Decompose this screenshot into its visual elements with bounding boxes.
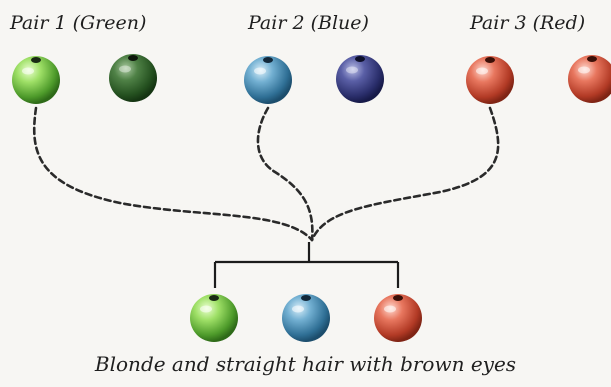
dashed-line-pair-1	[32, 106, 314, 242]
offspring-bead-light-blue	[282, 294, 330, 342]
parent-beads	[12, 54, 611, 104]
bead-pair-2-dark-blue	[336, 55, 384, 103]
dashed-line-pair-3	[310, 106, 500, 242]
offspring-beads	[190, 294, 422, 342]
bead-pair-1-dark-green	[109, 54, 157, 102]
pair-2-label: Pair 2 (Blue)	[248, 12, 369, 34]
offspring-bracket	[213, 242, 400, 288]
dashed-line-pair-2	[256, 106, 314, 242]
offspring-caption: Blonde and straight hair with brown eyes	[94, 352, 517, 376]
offspring-bead-light-green	[190, 294, 238, 342]
bead-pair-3-red-1	[466, 56, 514, 104]
bead-pair-3-red-2	[568, 55, 611, 103]
offspring-bead-red	[374, 294, 422, 342]
bead-pair-2-light-blue	[244, 56, 292, 104]
pair-1-label: Pair 1 (Green)	[10, 12, 147, 34]
pair-3-label: Pair 3 (Red)	[470, 12, 586, 34]
bead-pair-1-light-green	[12, 56, 60, 104]
inheritance-dashed-lines	[32, 106, 500, 242]
